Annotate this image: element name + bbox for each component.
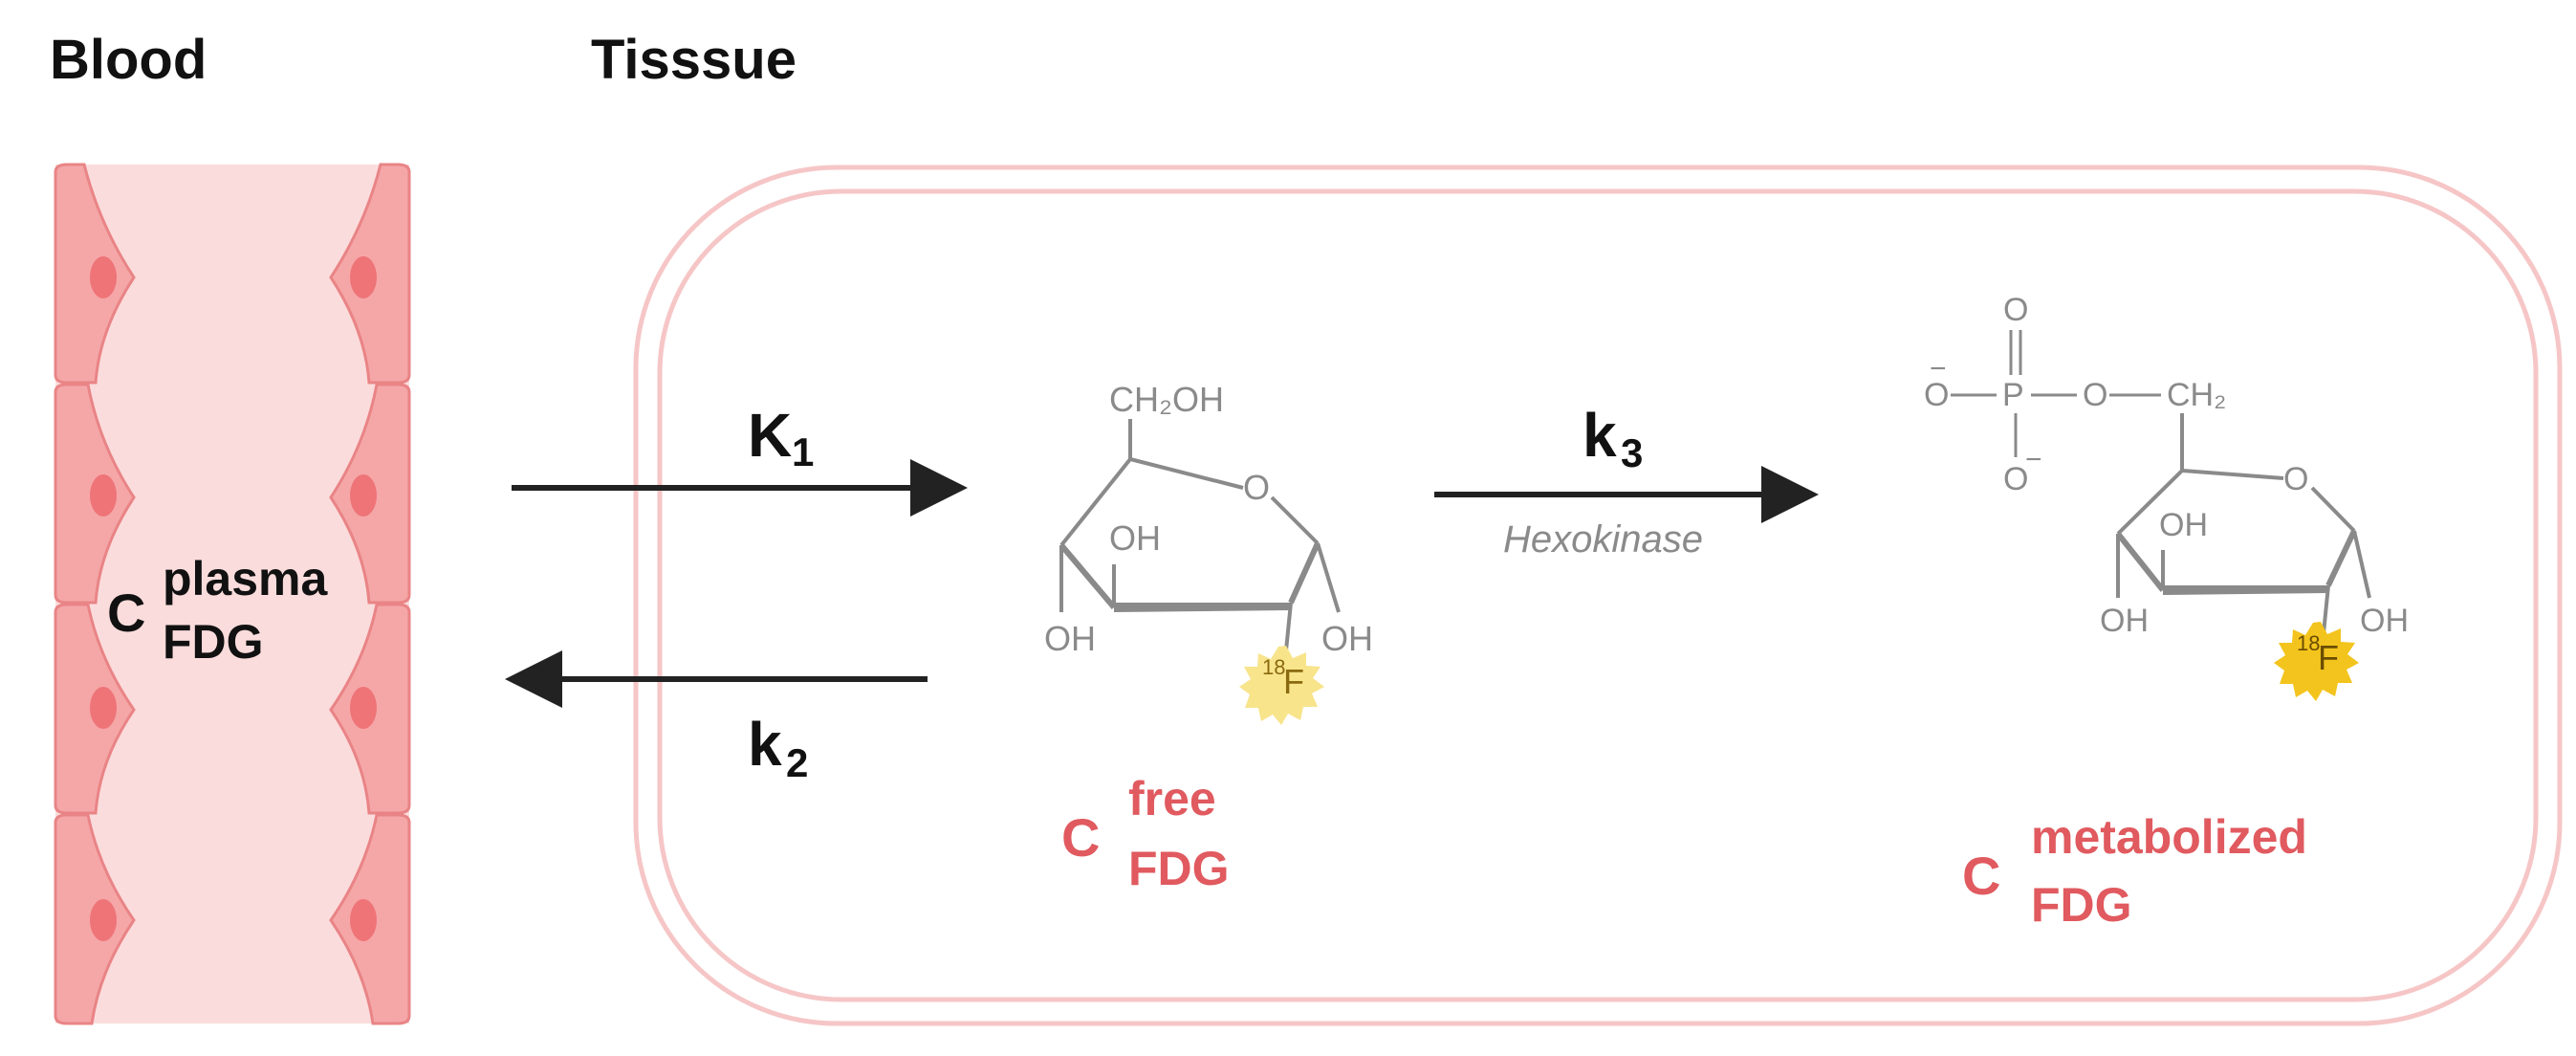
k3-label: k 3 (1583, 401, 1643, 475)
free-concentration-label: C free FDG (1061, 772, 1230, 895)
bond (1270, 495, 1320, 545)
k1-letter: K (748, 401, 792, 470)
k1-label: K 1 (748, 401, 814, 474)
nucleus (350, 256, 377, 298)
metabolized-superscript: metabolized (2031, 810, 2307, 864)
k2-letter: k (748, 710, 782, 779)
nucleus (350, 474, 377, 517)
endothelial-cell (54, 813, 136, 1025)
ring-oxygen: O (1243, 468, 1270, 507)
nucleus (350, 687, 377, 729)
bond (1316, 542, 1341, 613)
bond (1284, 602, 1293, 651)
endothelial-cell (329, 163, 411, 385)
bond (1059, 457, 1132, 547)
endothelial-cell (329, 603, 411, 815)
bond (2352, 530, 2371, 599)
bond (2325, 529, 2357, 587)
plasma-concentration-label: C plasma FDG (107, 552, 329, 669)
phosphate-o-top: O (2003, 292, 2028, 328)
oh-left: OH (1044, 619, 1096, 658)
f18-mass: 18 (2297, 631, 2320, 655)
ester-o: O (2083, 377, 2107, 413)
tissue-header: Tisssue (591, 29, 797, 91)
cell-membrane-outer (633, 165, 2563, 1026)
oh-right: OH (2360, 603, 2409, 639)
bond (2181, 469, 2284, 480)
endothelial-cell (329, 383, 411, 605)
nucleus (90, 687, 117, 729)
f18-symbol: F (1283, 662, 1304, 701)
oh-left: OH (2100, 603, 2149, 639)
left-endothelial-wall (54, 163, 136, 1025)
bond (1129, 457, 1244, 490)
f18-starburst (1239, 646, 1324, 725)
ring-oxygen: O (2283, 461, 2308, 497)
oh-right: OH (1321, 619, 1373, 658)
bond (1288, 541, 1321, 605)
cell-membrane-inner (657, 188, 2539, 1002)
bond (1059, 543, 1117, 609)
ch2oh-label: CH₂OH (1109, 380, 1224, 419)
endothelial-cell (329, 813, 411, 1025)
endothelial-cell (54, 163, 136, 385)
nucleus (90, 256, 117, 298)
free-c: C (1061, 807, 1100, 868)
plasma-superscript: plasma (163, 552, 329, 605)
metabolized-concentration-label: C metabolized FDG (1962, 810, 2307, 932)
blood-header: Blood (50, 29, 207, 91)
fdg-molecule: CH₂OH O OH OH OH (1044, 380, 1373, 658)
k3-letter: k (1583, 401, 1617, 470)
f18-badge-bright: 18 F (2274, 622, 2359, 701)
f18-badge-pale: 18 F (1239, 646, 1324, 725)
right-endothelial-wall (329, 163, 411, 1025)
endothelial-cell (54, 383, 136, 605)
phosphate-p: P (2002, 377, 2024, 413)
f18-starburst (2274, 622, 2359, 701)
plasma-subscript: FDG (163, 615, 264, 669)
k2-index: 2 (786, 740, 808, 785)
tissue-cell (633, 165, 2563, 1026)
bond (2116, 469, 2184, 536)
hexokinase-label: Hexokinase (1503, 518, 1703, 561)
free-superscript: free (1128, 772, 1216, 825)
blood-vessel (54, 163, 411, 1025)
plasma-c: C (107, 583, 145, 643)
endothelial-cell (54, 603, 136, 815)
nucleus (350, 899, 377, 941)
f18-mass: 18 (1262, 655, 1285, 679)
fdg6p-molecule: O − O P O CH₂ O − O OH OH OH (1924, 292, 2409, 639)
f18-symbol: F (2318, 638, 2339, 677)
phosphate-o-left: O (1924, 377, 1949, 413)
oh-top: OH (1109, 518, 1161, 558)
metabolized-subscript: FDG (2031, 878, 2132, 932)
nucleus (90, 474, 117, 517)
metabolized-c: C (1962, 846, 2000, 906)
wedge-bond (2163, 585, 2328, 595)
phosphate-o-bottom: O (2003, 461, 2028, 497)
bond (2310, 486, 2356, 533)
k2-label: k 2 (748, 710, 808, 785)
nucleus (90, 899, 117, 941)
k1-index: 1 (792, 429, 814, 474)
oh-top: OH (2159, 507, 2208, 543)
phosphate-o-bottom-minus: − (2025, 444, 2042, 475)
phosphate-o-left-minus: − (1930, 353, 1947, 385)
k3-index: 3 (1621, 430, 1643, 475)
bond (2322, 584, 2330, 634)
bond (2115, 532, 2166, 592)
wedge-bond (1114, 603, 1291, 612)
ch2-label: CH₂ (2167, 377, 2226, 413)
free-subscript: FDG (1128, 842, 1230, 895)
